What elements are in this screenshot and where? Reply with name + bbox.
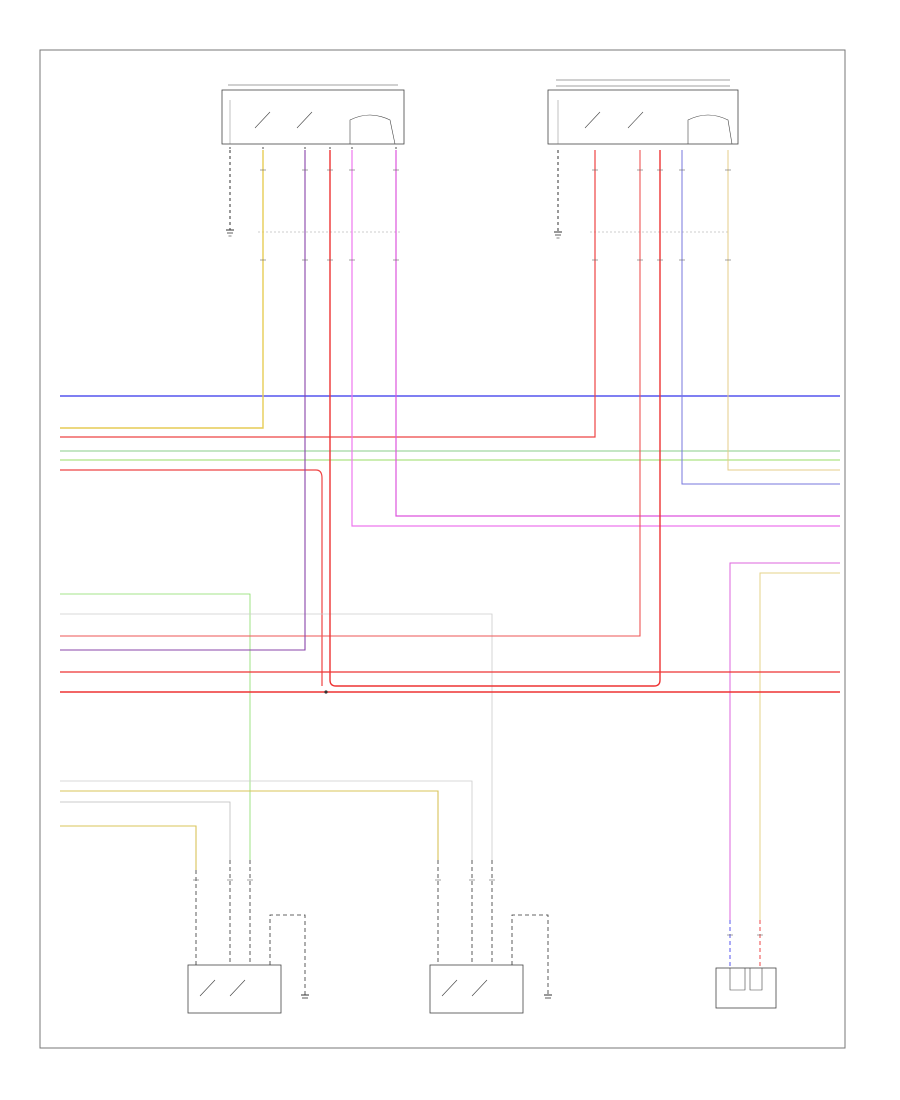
top-left-module	[221, 84, 405, 145]
wire-red-mid-a	[60, 150, 641, 637]
top-left-module-pins	[229, 147, 397, 149]
top-right-ground	[554, 150, 562, 239]
wire-yellow-top-left	[60, 150, 264, 429]
bottom-center-sensor	[429, 860, 552, 1014]
wire-gray-low-a	[60, 780, 473, 860]
top-right-module	[547, 79, 739, 145]
connector-ticks	[193, 169, 763, 936]
wire-gray-low-c	[60, 801, 231, 860]
wire-green-mid-left	[60, 593, 251, 860]
bottom-right-sensor	[715, 920, 777, 1009]
wire-yellow-right-drop	[727, 150, 840, 471]
wire-yellow-low-d	[60, 825, 197, 870]
bottom-left-sensor	[187, 860, 309, 1014]
top-left-ground	[226, 150, 234, 237]
wire-yellow-right-sensor	[759, 572, 840, 920]
wire-gray-mid-left	[60, 613, 493, 860]
splice-dot	[324, 690, 328, 694]
wire-magenta-right-sensor	[729, 562, 840, 920]
wire-red-left-drop	[60, 469, 323, 686]
wire-red-loop-right	[329, 150, 661, 687]
wire-purple-mid	[60, 150, 306, 651]
wire-red-top-right-to-left	[60, 150, 596, 438]
diagram-frame	[39, 49, 846, 1049]
wire-magenta-lower	[351, 150, 840, 527]
wire-blue-right-drop	[681, 150, 840, 485]
wire-magenta-upper	[395, 150, 840, 517]
wire-yellow-low-b	[60, 790, 439, 860]
